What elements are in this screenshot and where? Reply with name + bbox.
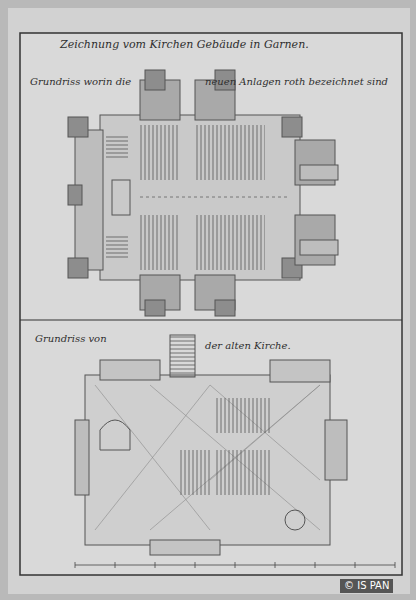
- drawing-title: Zeichnung vom Kirchen Gebäude in Garnen.: [60, 38, 309, 51]
- divider: [20, 319, 402, 320]
- plan-heading: Grundriss worin die: [30, 76, 131, 88]
- scale-bar: [75, 562, 395, 568]
- old-plan: [75, 335, 347, 555]
- frame: [20, 33, 402, 575]
- watermark: © IS PAN: [340, 579, 393, 593]
- plan-heading: der alten Kirche.: [205, 340, 291, 352]
- paper: [8, 8, 410, 594]
- plan-heading: neuen Anlagen roth bezeichnet sind: [205, 76, 388, 88]
- new-plan: [68, 70, 338, 316]
- plan-heading: Grundriss von: [35, 333, 107, 345]
